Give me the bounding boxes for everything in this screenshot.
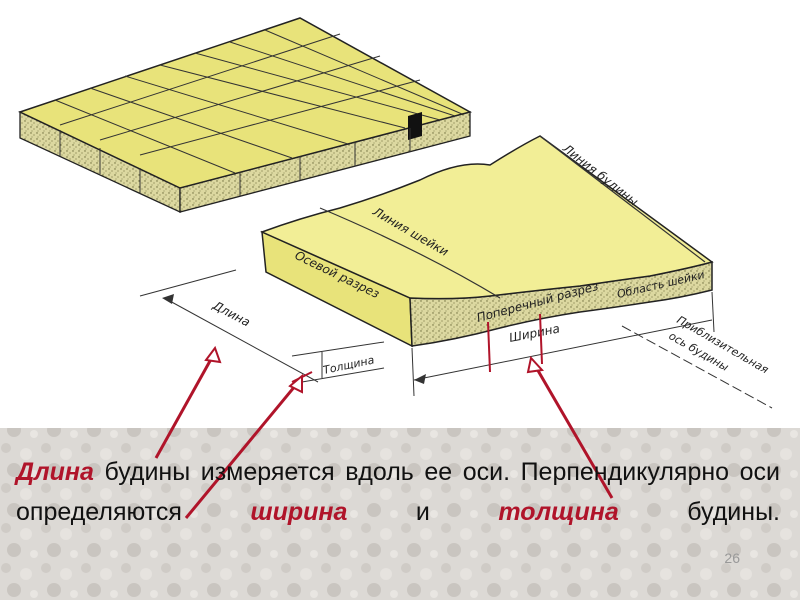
caption-width-word: ширина	[250, 498, 348, 526]
slide-number: 26	[724, 550, 740, 566]
arrow-to-width	[531, 361, 614, 499]
caption-text: Длина будины измеряется вдоль ее оси. Пе…	[16, 452, 780, 532]
arrowhead-length	[204, 345, 222, 364]
label-length: Длина	[210, 298, 253, 330]
caption-part-3: будины.	[618, 498, 780, 526]
caption-part-2: и	[347, 498, 499, 526]
boudin-block	[260, 135, 714, 348]
segmented-layer-block	[17, 17, 473, 214]
arrowhead-thickness	[288, 373, 303, 394]
caption-thickness-word: толщина	[498, 498, 619, 526]
arrow-to-thickness	[184, 379, 302, 519]
background-texture	[0, 428, 800, 600]
caption-length-word: Длина	[16, 458, 94, 486]
label-thickness: Толщина	[322, 353, 376, 377]
approximate-axis: Приблизительная ось будины	[621, 313, 773, 409]
length-dimension: Длина	[139, 269, 319, 383]
arrow-to-length	[154, 351, 217, 459]
caption-part-1: будины измеряется вдоль ее оси. Перпенди…	[16, 458, 780, 526]
arrowhead-width	[526, 355, 545, 374]
